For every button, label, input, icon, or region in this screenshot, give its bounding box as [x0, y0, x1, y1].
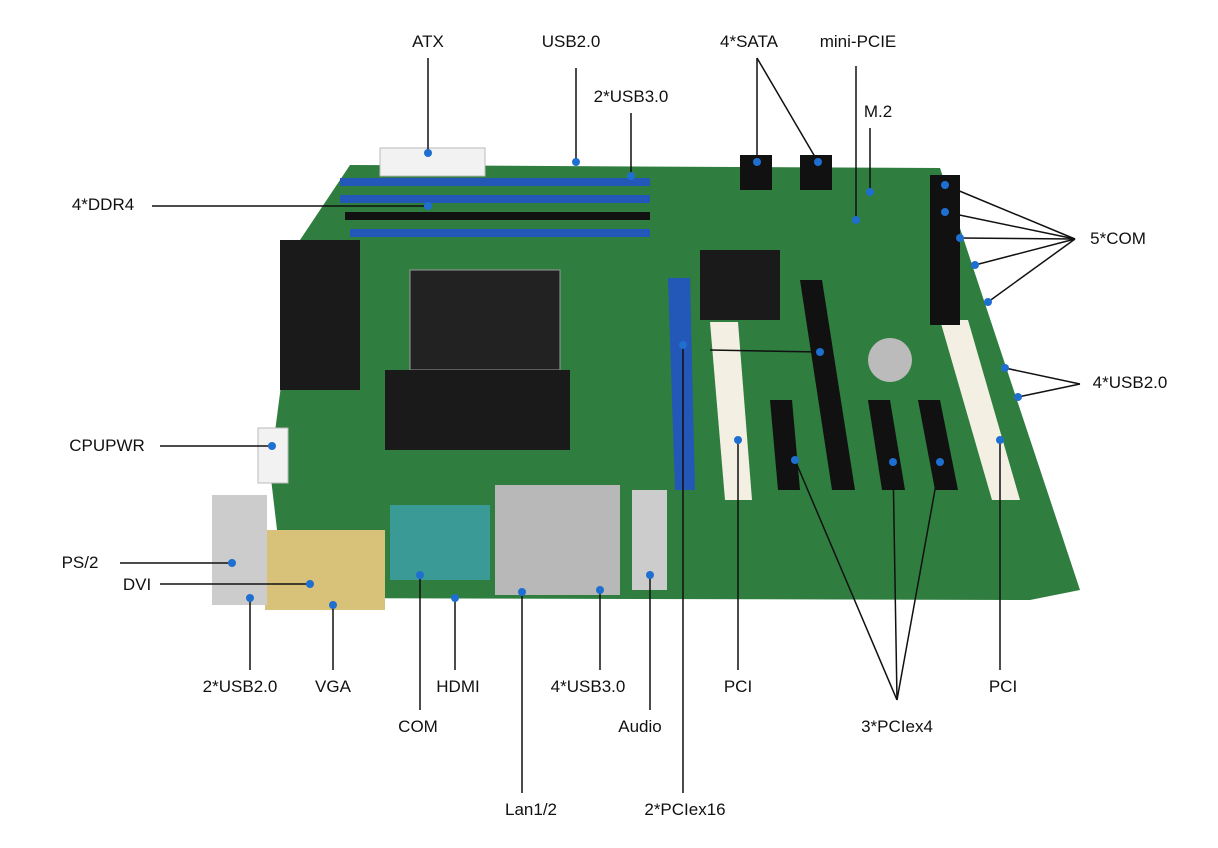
ddr4-slots	[340, 178, 650, 237]
label-cpupwr: CPUPWR	[69, 436, 145, 455]
cmos-battery	[868, 338, 912, 382]
leader-dots	[228, 149, 1022, 609]
pci-slot-left	[710, 322, 752, 500]
label-pci-left: PCI	[723, 677, 753, 696]
chipset-heatsink	[385, 370, 570, 450]
atx-connector	[379, 147, 486, 177]
pciex4-slot-1	[770, 400, 800, 490]
label-ddr4: 4*DDR4	[71, 195, 135, 214]
cpu-socket	[409, 269, 561, 371]
label-ps2: PS/2	[61, 553, 99, 572]
label-lan: Lan1/2	[505, 800, 557, 819]
label-com: COM	[398, 717, 438, 736]
label-pciex16: 2*PCIex16	[644, 800, 726, 819]
io-com	[390, 505, 490, 580]
label-vga: VGA	[315, 677, 351, 696]
io-lan-usb	[495, 485, 620, 595]
label-pci-right: PCI	[988, 677, 1018, 696]
io-ps2	[212, 495, 267, 605]
label-usb20-right: 4*USB2.0	[1092, 373, 1168, 392]
pciex16-slot-2	[800, 280, 855, 490]
leader-lines	[120, 57, 1081, 793]
label-hdmi: HDMI	[436, 677, 480, 696]
pch-heatsink	[700, 250, 780, 320]
pciex16-slot-1	[668, 278, 695, 490]
pciex4-slot-3	[918, 400, 958, 490]
label-atx: ATX	[412, 32, 444, 51]
label-usb20-rear: 2*USB2.0	[202, 677, 278, 696]
label-usb30-rear: 4*USB3.0	[550, 677, 626, 696]
com-headers	[930, 175, 960, 325]
label-sata: 4*SATA	[720, 32, 778, 51]
label-pciex4: 3*PCIex4	[861, 717, 933, 736]
cpupwr-connector	[257, 427, 289, 484]
cpu-heatsink	[280, 240, 360, 390]
pciex4-slot-2	[868, 400, 905, 490]
label-usb30-header: 2*USB3.0	[593, 87, 669, 106]
io-dvi-vga	[265, 530, 385, 610]
label-audio: Audio	[618, 717, 662, 736]
label-m2: M.2	[863, 102, 893, 121]
label-mini-pcie: mini-PCIE	[819, 32, 897, 51]
label-usb20-header: USB2.0	[541, 32, 601, 51]
label-com-headers: 5*COM	[1090, 229, 1146, 248]
label-dvi: DVI	[122, 575, 152, 594]
